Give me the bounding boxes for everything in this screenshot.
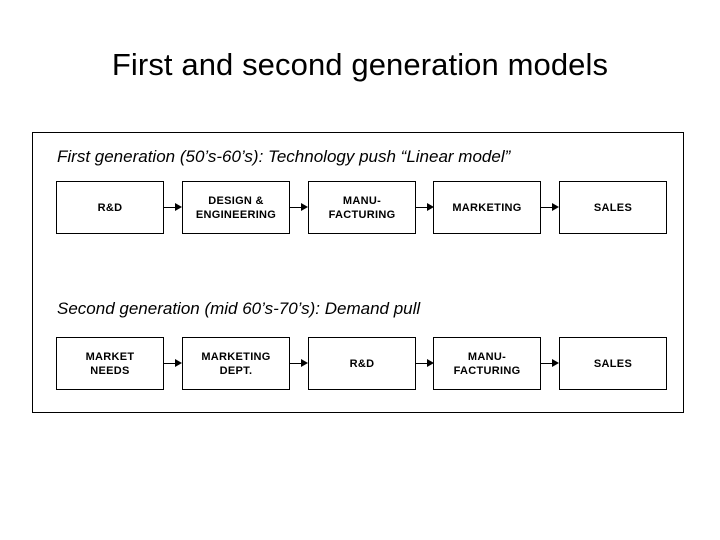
arrow-head	[552, 202, 559, 211]
arrow-right-icon	[541, 202, 560, 211]
arrow-shaft	[290, 206, 303, 209]
arrow-shaft	[416, 362, 429, 365]
arrow-head	[427, 202, 434, 211]
arrow-right-icon	[290, 358, 309, 367]
diagram-frame: First generation (50’s-60’s): Technology…	[32, 132, 684, 413]
arrow-right-icon	[416, 202, 435, 211]
arrow-shaft	[164, 206, 177, 209]
flow-box-manufacturing[interactable]: MANU- FACTURING	[308, 181, 416, 234]
arrow-head	[301, 358, 308, 367]
flow-box-marketing-dept[interactable]: MARKETING DEPT.	[182, 337, 290, 390]
arrow-shaft	[541, 362, 554, 365]
arrow-shaft	[290, 362, 303, 365]
flow-box-design-engineering[interactable]: DESIGN & ENGINEERING	[182, 181, 290, 234]
flow-box-sales[interactable]: SALES	[559, 337, 667, 390]
flow-box-rd[interactable]: R&D	[308, 337, 416, 390]
arrow-head	[301, 202, 308, 211]
page-title: First and second generation models	[111, 47, 609, 82]
first-generation-heading: First generation (50’s-60’s): Technology…	[57, 147, 511, 166]
flow-box-label: SALES	[593, 357, 633, 370]
arrow-shaft	[541, 206, 554, 209]
flow-box-rd[interactable]: R&D	[56, 181, 164, 234]
flow-box-market-needs[interactable]: MARKET NEEDS	[56, 337, 164, 390]
arrow-right-icon	[541, 358, 560, 367]
second-generation-heading: Second generation (mid 60’s-70’s): Deman…	[57, 299, 421, 318]
arrow-right-icon	[164, 202, 183, 211]
flow-box-sales[interactable]: SALES	[559, 181, 667, 234]
flow-box-label: R&D	[349, 357, 375, 370]
flow-box-marketing[interactable]: MARKETING	[433, 181, 541, 234]
flow-box-label: MANU- FACTURING	[328, 194, 396, 221]
arrow-right-icon	[416, 358, 435, 367]
flow-box-label: R&D	[97, 201, 123, 214]
flow-box-manufacturing[interactable]: MANU- FACTURING	[433, 337, 541, 390]
arrow-shaft	[416, 206, 429, 209]
arrow-head	[552, 358, 559, 367]
arrow-head	[175, 358, 182, 367]
arrow-right-icon	[290, 202, 309, 211]
arrow-head	[175, 202, 182, 211]
arrow-head	[427, 358, 434, 367]
flow-box-label: DESIGN & ENGINEERING	[195, 194, 277, 221]
flow-box-label: SALES	[593, 201, 633, 214]
flow-box-label: MARKETING DEPT.	[201, 350, 271, 377]
arrow-shaft	[164, 362, 177, 365]
flow-box-label: MARKETING	[452, 201, 522, 214]
flow-box-label: MARKET NEEDS	[85, 350, 135, 377]
flow-box-label: MANU- FACTURING	[453, 350, 521, 377]
arrow-right-icon	[164, 358, 183, 367]
